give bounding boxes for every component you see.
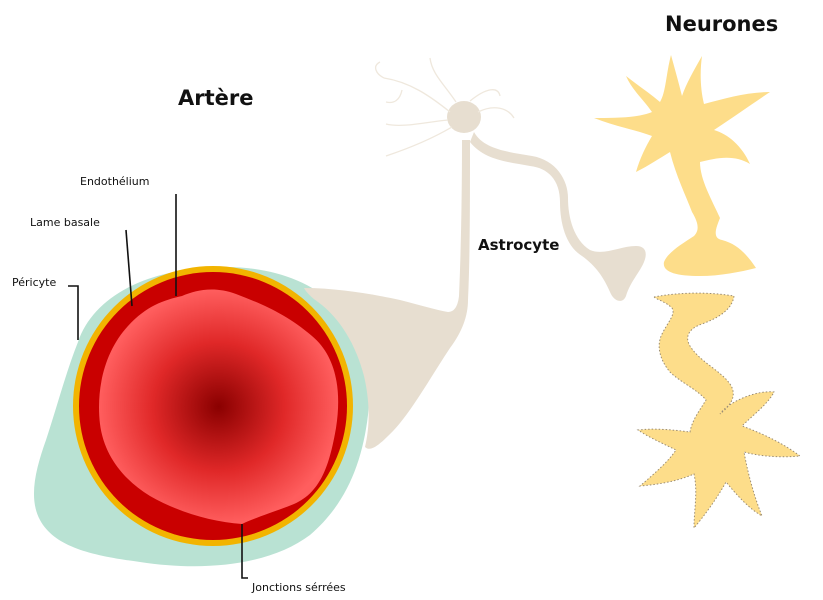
pericyte-leader <box>68 286 78 340</box>
tight-junctions-label: Jonctions sérrées <box>252 581 346 594</box>
astrocyte-label: Astrocyte <box>478 236 559 254</box>
neuron-lower <box>638 293 800 528</box>
artery-title: Artère <box>178 86 254 110</box>
pericyte-label: Péricyte <box>12 276 56 289</box>
astrocyte-fine-processes <box>376 58 514 156</box>
neuron-upper <box>594 55 770 276</box>
astrocyte-soma <box>447 101 481 133</box>
endothelium-label: Endothélium <box>80 175 150 188</box>
neurons-title: Neurones <box>665 12 778 36</box>
astrocyte-process <box>470 132 646 301</box>
basal-lamina-label: Lame basale <box>30 216 100 229</box>
